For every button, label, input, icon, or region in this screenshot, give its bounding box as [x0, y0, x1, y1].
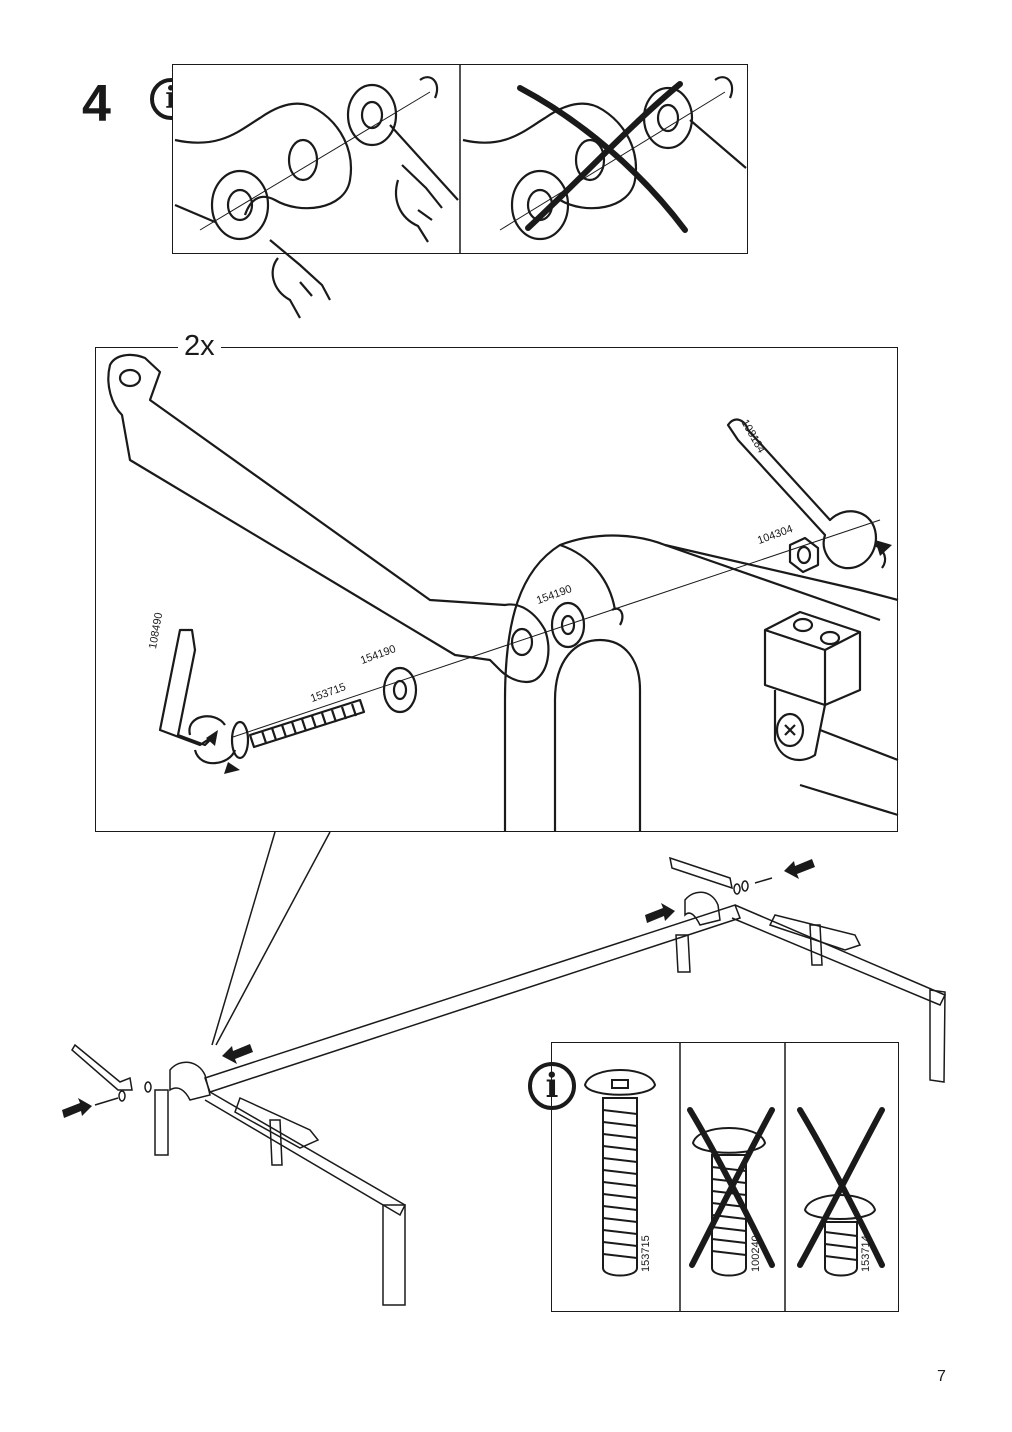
bolt-label-3: 153714: [860, 1235, 872, 1272]
bolt-153714: [803, 1194, 877, 1277]
assembly-detail-panel: [95, 347, 898, 832]
quantity-label: 2x: [178, 332, 221, 361]
bolt-153715: [583, 1069, 657, 1277]
allen-key: [158, 628, 217, 747]
cross-out-icon: [517, 81, 688, 233]
frame-leg: [503, 534, 881, 832]
washer-left: [382, 666, 418, 714]
bolt-label-2: 100240: [750, 1235, 762, 1272]
wrench: [726, 418, 878, 570]
page-number: 7: [937, 1368, 946, 1385]
insertion-arrow-icon: [62, 859, 815, 1118]
correct-washer-orientation: [174, 76, 459, 241]
incorrect-washer-orientation: [462, 76, 747, 241]
washer-right: [550, 601, 586, 649]
rotation-arrow-icon: [206, 540, 892, 774]
mounting-block: [763, 610, 862, 707]
step-number: 4: [82, 75, 111, 133]
bolt-label-1: 153715: [640, 1235, 652, 1272]
arm-bracket: [107, 353, 550, 684]
pointing-hand-icon: [269, 164, 443, 319]
bolt-thread: [248, 698, 366, 749]
cross-out-icon: [687, 1107, 885, 1268]
info-icon: i: [528, 1062, 576, 1110]
nut: [788, 536, 820, 574]
